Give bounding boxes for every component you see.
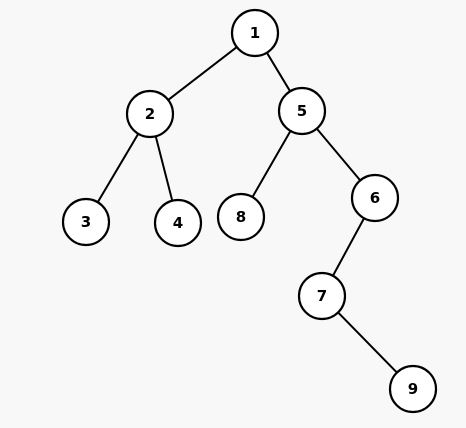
node-label: 6 — [370, 189, 380, 207]
node-label: 7 — [317, 287, 327, 305]
node-circle — [230, 8, 280, 58]
tree-node-n8: 8 — [216, 192, 266, 242]
edge-n5-n8 — [251, 129, 292, 199]
tree-node-n6: 6 — [350, 173, 400, 223]
node-circle — [297, 271, 347, 321]
edge-n1-n5 — [265, 51, 292, 93]
tree-node-n1: 1 — [230, 8, 280, 58]
tree-node-n7: 7 — [297, 271, 347, 321]
tree-node-n3: 3 — [61, 197, 111, 247]
node-circle — [388, 364, 438, 414]
edge-n1-n2 — [167, 46, 238, 101]
node-label: 1 — [250, 24, 260, 42]
node-label: 8 — [236, 208, 246, 226]
node-label: 3 — [81, 213, 91, 231]
edge-n6-n7 — [331, 217, 366, 277]
node-label: 5 — [297, 102, 307, 120]
edge-n2-n4 — [154, 135, 174, 202]
node-label: 2 — [145, 105, 155, 123]
nodes-layer: 1 2 3 4 5 8 6 7 9 — [61, 8, 438, 414]
edges-layer — [96, 46, 398, 374]
edge-n2-n3 — [96, 132, 140, 204]
tree-node-n4: 4 — [153, 198, 203, 248]
tree-node-n2: 2 — [125, 89, 175, 139]
node-circle — [350, 173, 400, 223]
node-circle — [61, 197, 111, 247]
node-label: 4 — [173, 214, 183, 232]
node-circle — [216, 192, 266, 242]
node-circle — [153, 198, 203, 248]
edge-n5-n6 — [315, 127, 362, 182]
tree-node-n9: 9 — [388, 364, 438, 414]
node-circle — [277, 86, 327, 136]
tree-node-n5: 5 — [277, 86, 327, 136]
node-label: 9 — [408, 380, 418, 398]
edge-n7-n9 — [337, 311, 398, 374]
node-circle — [125, 89, 175, 139]
